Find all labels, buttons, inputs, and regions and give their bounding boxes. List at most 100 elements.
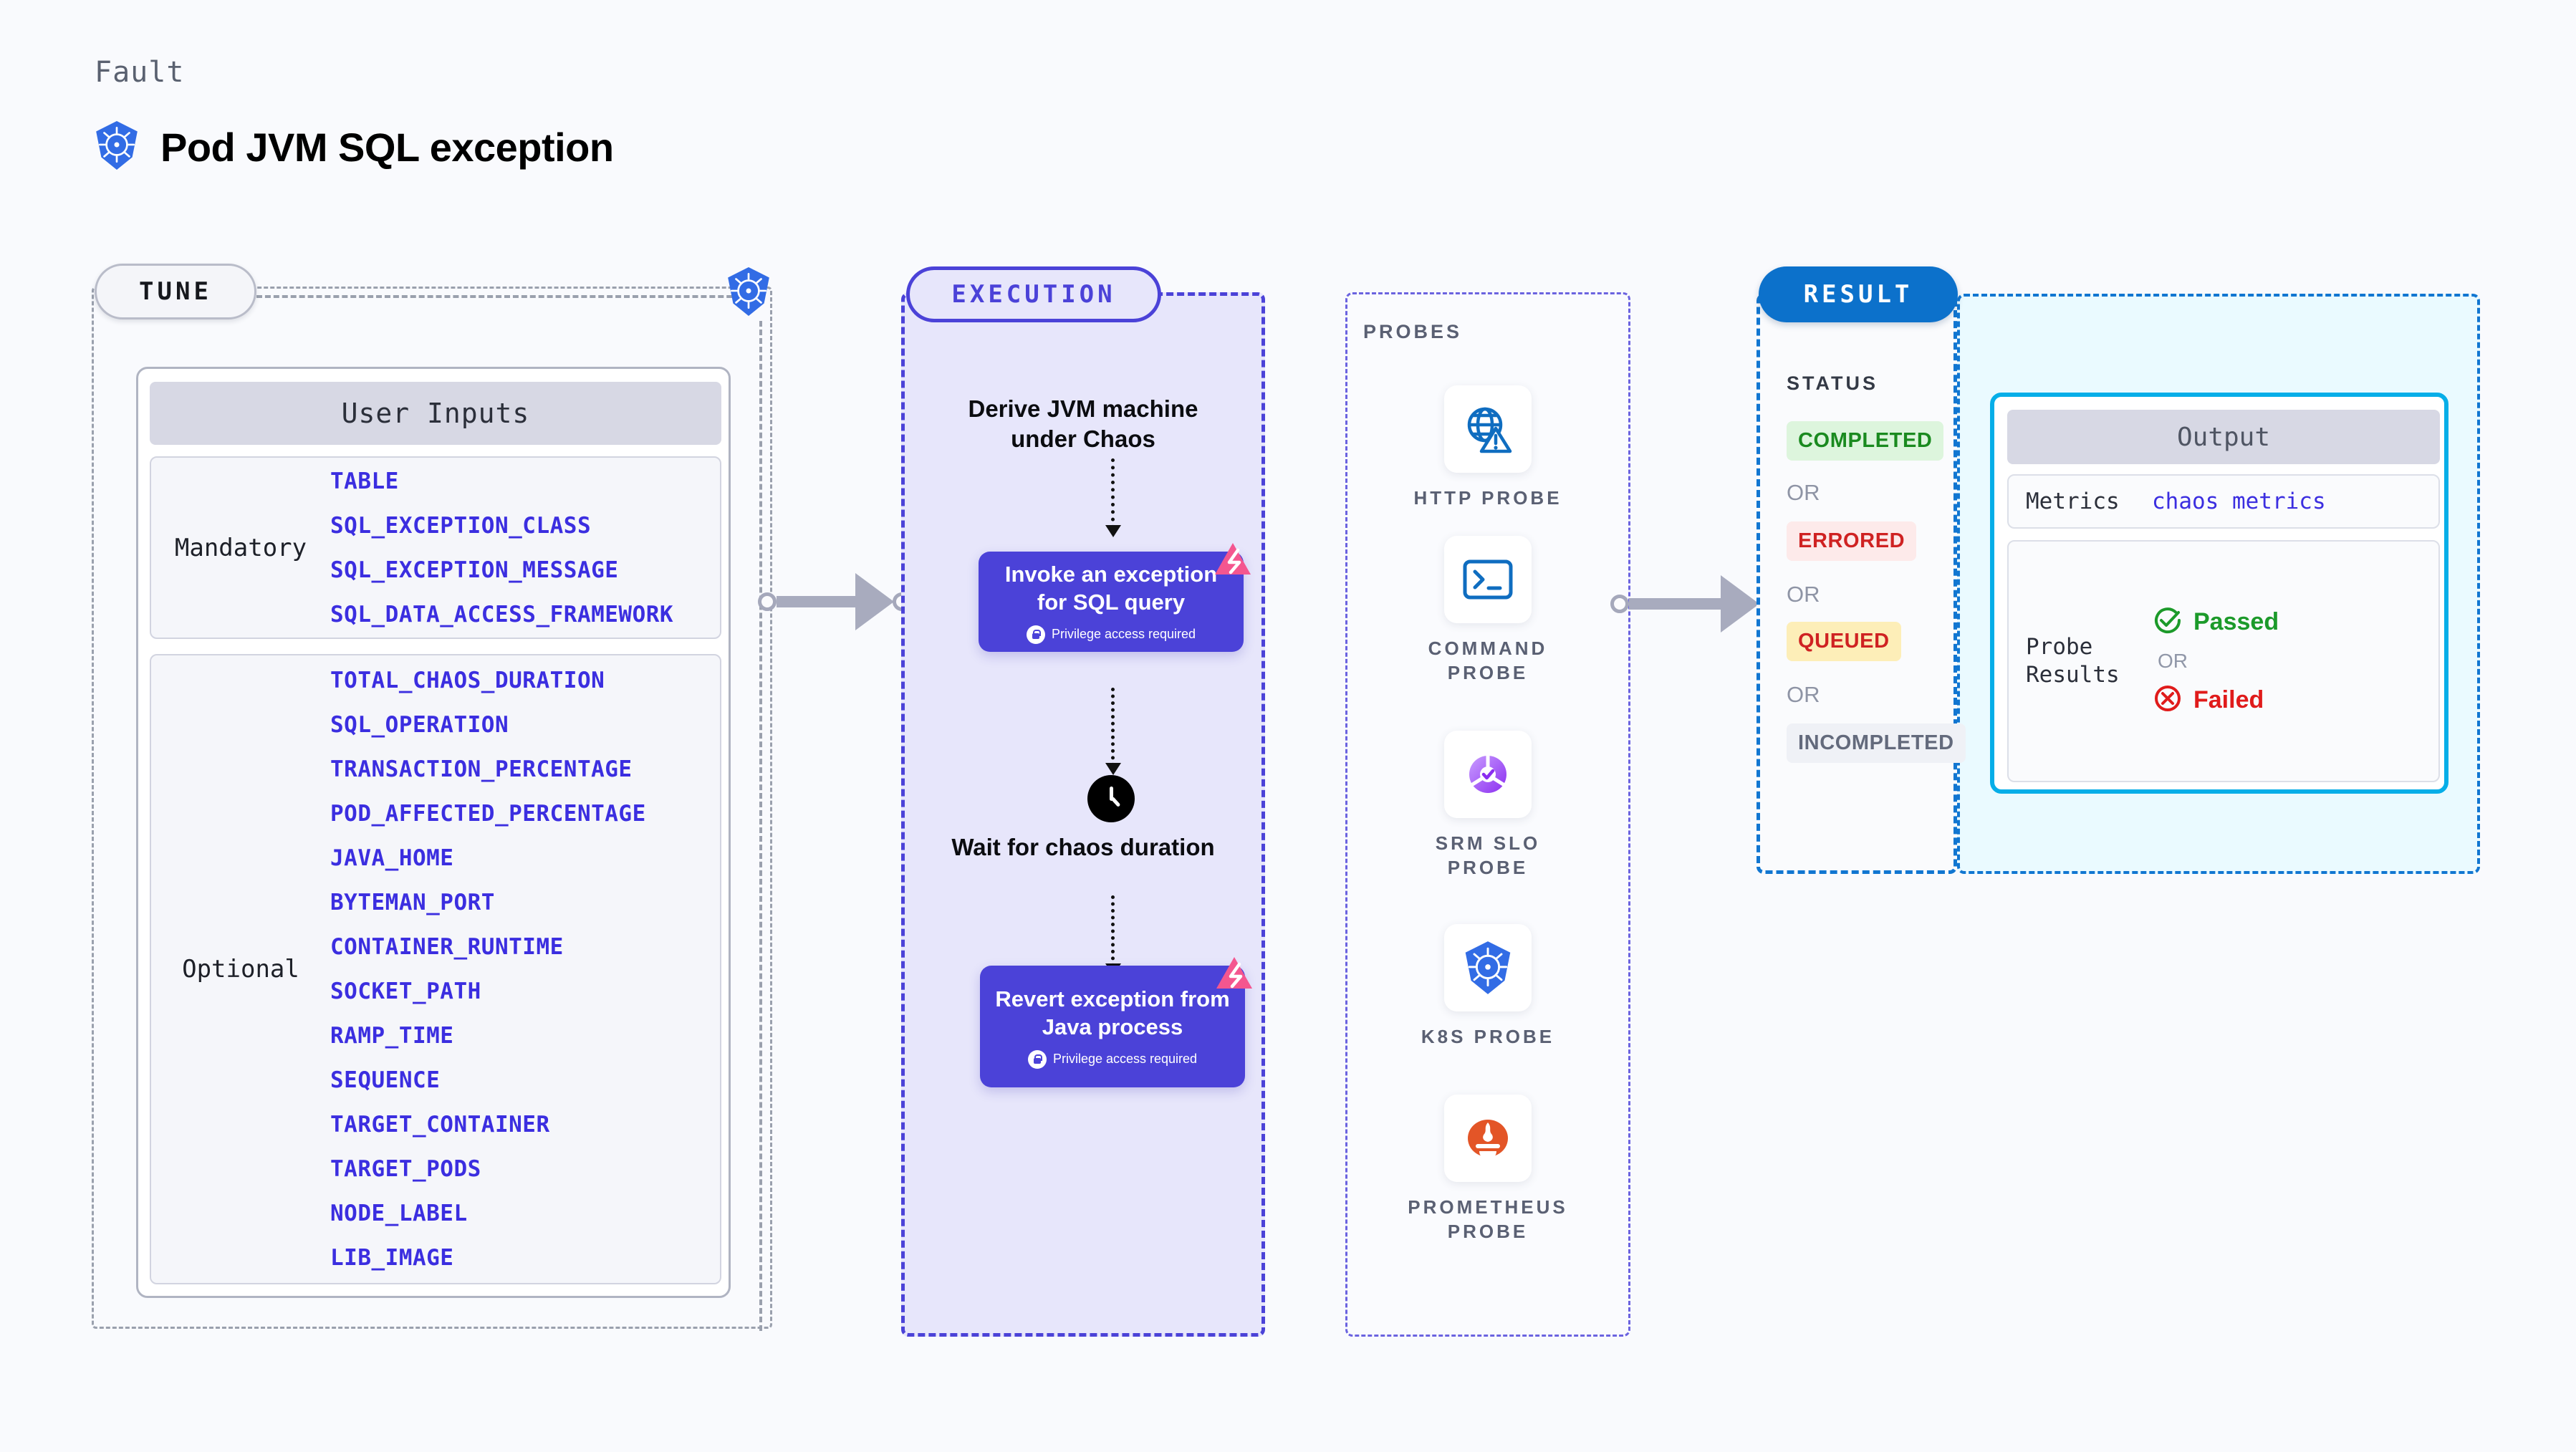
status-or-label: OR [1787, 682, 1820, 707]
probe-results-values: Passed OR Failed [2152, 605, 2279, 718]
action-title: Invoke an exception for SQL query [1004, 562, 1218, 615]
flow-arrow-down-icon [1105, 458, 1121, 537]
probe-label: HTTP PROBE [1413, 487, 1562, 509]
flow-arrow-down-icon [1105, 688, 1121, 775]
output-metrics-value[interactable]: chaos metrics [2152, 489, 2326, 514]
output-title: Output [2007, 410, 2440, 464]
x-circle-icon [2152, 683, 2183, 718]
param-item[interactable]: SQL_EXCEPTION_CLASS [330, 512, 592, 539]
probe-item[interactable]: COMMAND PROBE [1408, 536, 1567, 686]
status-or-label: OR [1787, 582, 1820, 607]
optional-label: Optional [182, 955, 299, 984]
action-title: Revert exception from Java process [995, 986, 1230, 1039]
probes-heading: PROBES [1363, 321, 1463, 342]
status-heading: STATUS [1787, 372, 1878, 394]
arrow-shaft [777, 596, 857, 607]
output-probe-results-row: Probe Results Passed OR [2007, 540, 2440, 782]
execution-panel [901, 292, 1265, 1337]
status-badge: QUEUED [1787, 622, 1901, 661]
param-item[interactable]: SOCKET_PATH [330, 979, 481, 1004]
probe-label: PROMETHEUS PROBE [1408, 1196, 1568, 1243]
optional-param-group: Optional TOTAL_CHAOS_DURATION SQL_OPERAT… [150, 654, 721, 1284]
param-item[interactable]: SQL_OPERATION [330, 712, 509, 738]
param-item[interactable]: TRANSACTION_PERCENTAGE [330, 756, 633, 782]
param-item[interactable]: POD_AFFECTED_PERCENTAGE [330, 801, 646, 827]
check-circle-icon [2152, 605, 2183, 640]
result-section-pill[interactable]: RESULT [1759, 266, 1958, 322]
execution-action-card[interactable]: Invoke an exception for SQL query Privil… [979, 543, 1251, 652]
status-or-label: OR [1787, 480, 1820, 505]
param-item[interactable]: RAMP_TIME [330, 1023, 454, 1049]
tune-panel [92, 287, 772, 1329]
arrow-tune-to-execution [758, 573, 911, 630]
litmus-logo-icon [1211, 539, 1255, 583]
optional-param-list: TOTAL_CHAOS_DURATION SQL_OPERATION TRANS… [330, 668, 720, 1271]
lock-icon [1026, 625, 1045, 644]
mandatory-param-group: Mandatory TABLE SQL_EXCEPTION_CLASS SQL_… [150, 456, 721, 639]
arrow-start-knob [1610, 595, 1629, 613]
param-item[interactable]: SQL_DATA_ACCESS_FRAMEWORK [330, 601, 674, 628]
execution-step-label: Derive JVM machine under Chaos [968, 395, 1198, 453]
arrow-shaft [1629, 598, 1722, 610]
probe-pass-label: Passed [2193, 608, 2279, 635]
kubernetes-icon [1444, 924, 1532, 1011]
arrow-head-icon [855, 573, 894, 630]
status-badge: ERRORED [1787, 521, 1917, 561]
status-badge: COMPLETED [1787, 421, 1944, 461]
output-metrics-key: Metrics [2026, 488, 2120, 514]
param-item[interactable]: LIB_IMAGE [330, 1245, 454, 1271]
param-item[interactable]: JAVA_HOME [330, 845, 454, 871]
param-item[interactable]: SQL_EXCEPTION_MESSAGE [330, 557, 619, 583]
mandatory-param-list: TABLE SQL_EXCEPTION_CLASS SQL_EXCEPTION_… [330, 468, 720, 628]
action-subtitle-row: Privilege access required [1027, 1049, 1197, 1069]
probe-label: COMMAND PROBE [1428, 638, 1548, 684]
mandatory-label: Mandatory [174, 533, 307, 562]
clock-icon [1087, 775, 1135, 822]
probe-result-failed: Failed [2152, 683, 2279, 718]
tune-right-connector [759, 321, 762, 1331]
tune-top-connector [256, 295, 758, 298]
srm-slo-icon [1444, 731, 1532, 818]
execution-action-card[interactable]: Revert exception from Java process Privi… [980, 957, 1252, 1087]
tune-section-pill[interactable]: TUNE [95, 264, 256, 319]
probe-item[interactable]: K8S PROBE [1408, 924, 1567, 1049]
probe-item[interactable]: HTTP PROBE [1408, 385, 1567, 510]
arrow-start-knob [758, 592, 777, 611]
kubernetes-icon [93, 120, 140, 174]
probe-result-passed: Passed [2152, 605, 2279, 640]
execution-section-pill[interactable]: EXECUTION [906, 266, 1161, 322]
page-title-row: Pod JVM SQL exception [93, 120, 614, 174]
action-subtitle-row: Privilege access required [1026, 625, 1196, 644]
action-subtitle: Privilege access required [1051, 627, 1196, 642]
param-item[interactable]: BYTEMAN_PORT [330, 890, 495, 915]
page-title: Pod JVM SQL exception [160, 125, 614, 170]
execution-step-label: Wait for chaos duration [951, 834, 1215, 860]
param-item[interactable]: TARGET_CONTAINER [330, 1112, 550, 1138]
param-item[interactable]: SEQUENCE [330, 1067, 441, 1093]
probe-fail-label: Failed [2193, 686, 2264, 713]
probe-item[interactable]: SRM SLO PROBE [1408, 731, 1567, 880]
lock-icon [1027, 1049, 1047, 1069]
user-inputs-card: User Inputs Mandatory TABLE SQL_EXCEPTIO… [136, 367, 731, 1298]
globe-warning-icon [1444, 385, 1532, 473]
param-item[interactable]: CONTAINER_RUNTIME [330, 934, 564, 960]
litmus-logo-icon [1212, 953, 1256, 997]
param-item[interactable]: TOTAL_CHAOS_DURATION [330, 668, 605, 693]
arrow-probes-to-result [1610, 575, 1777, 633]
param-item[interactable]: TABLE [330, 468, 399, 494]
probe-label: K8S PROBE [1421, 1026, 1555, 1047]
param-item[interactable]: TARGET_PODS [330, 1156, 481, 1182]
user-inputs-title: User Inputs [150, 382, 721, 445]
fault-eyebrow: Fault [95, 56, 185, 89]
flow-arrow-down-icon [1105, 895, 1121, 976]
terminal-icon [1444, 536, 1532, 623]
probe-or-label: OR [2158, 650, 2188, 672]
param-item[interactable]: NODE_LABEL [330, 1201, 468, 1226]
status-badge: INCOMPLETED [1787, 723, 1966, 763]
probe-item[interactable]: PROMETHEUS PROBE [1408, 1095, 1567, 1244]
kubernetes-icon [725, 266, 772, 320]
arrow-head-icon [1721, 575, 1759, 633]
prometheus-icon [1444, 1095, 1532, 1182]
output-probe-key: Probe Results [2026, 634, 2120, 688]
